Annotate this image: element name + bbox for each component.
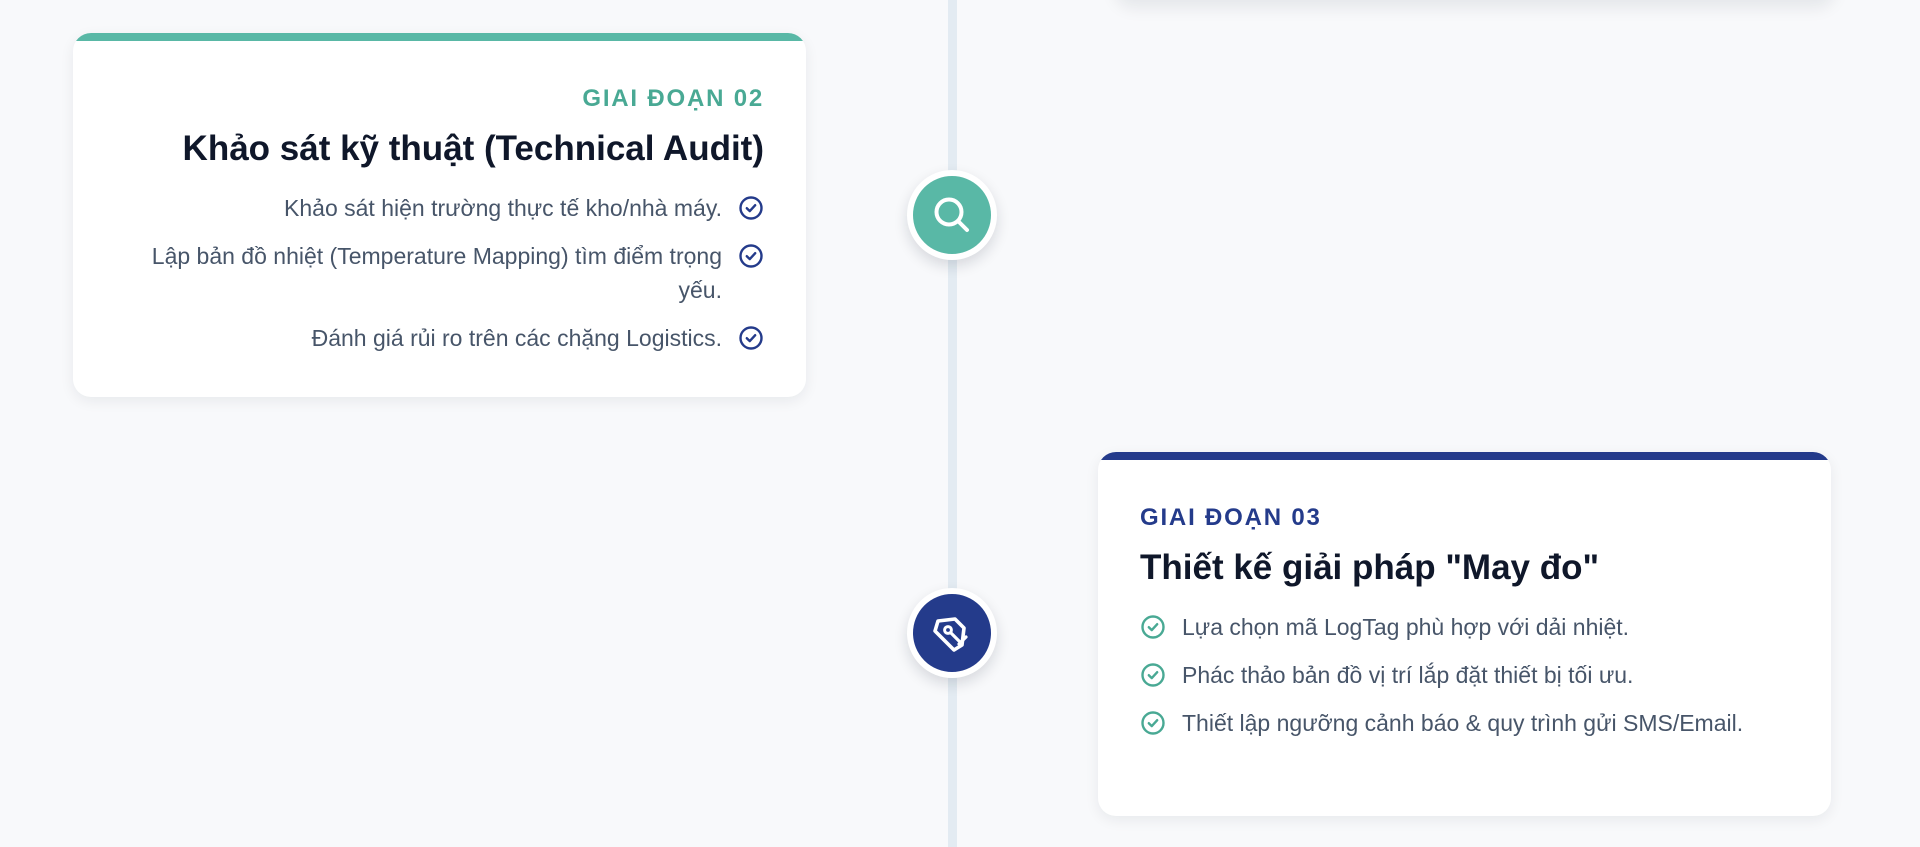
stage-02-marker — [907, 170, 997, 260]
stage-03-marker — [907, 588, 997, 678]
stage-03-label: GIAI ĐOẠN 03 — [1140, 504, 1322, 531]
stage-02-item-3-text: Đánh giá rủi ro trên các chặng Logistics… — [311, 325, 722, 351]
stage-02-item-3: Đánh giá rủi ro trên các chặng Logistics… — [113, 321, 764, 355]
search-icon — [934, 197, 969, 232]
stage-02-checklist: Khảo sát hiện trường thực tế kho/nhà máy… — [113, 191, 764, 355]
timeline-line — [948, 0, 957, 847]
stage-03-checklist: Lựa chọn mã LogTag phù hợp với dải nhiệt… — [1140, 610, 1791, 740]
stage-03-item-2-text: Phác thảo bản đồ vị trí lắp đặt thiết bị… — [1182, 662, 1634, 688]
check-circle-icon — [738, 195, 764, 221]
check-circle-icon — [738, 325, 764, 351]
check-circle-icon — [1140, 662, 1166, 688]
stage-02-item-2-text: Lập bản đồ nhiệt (Temperature Mapping) t… — [151, 243, 722, 303]
stage-02-item-1-text: Khảo sát hiện trường thực tế kho/nhà máy… — [284, 195, 722, 221]
check-circle-icon — [738, 243, 764, 269]
stage-03-card: GIAI ĐOẠN 03 Thiết kế giải pháp "May đo"… — [1098, 452, 1831, 816]
stage-02-item-1: Khảo sát hiện trường thực tế kho/nhà máy… — [113, 191, 764, 225]
stage-02-item-2: Lập bản đồ nhiệt (Temperature Mapping) t… — [113, 239, 764, 307]
stage-03-item-3-text: Thiết lập ngưỡng cảnh báo & quy trình gử… — [1182, 710, 1744, 736]
stage-03-item-1: Lựa chọn mã LogTag phù hợp với dải nhiệt… — [1140, 610, 1791, 644]
pen-tool-icon — [933, 617, 968, 652]
stage-02-label: GIAI ĐOẠN 02 — [582, 85, 764, 112]
stage-03-item-1-text: Lựa chọn mã LogTag phù hợp với dải nhiệt… — [1182, 614, 1630, 640]
stage-03-item-2: Phác thảo bản đồ vị trí lắp đặt thiết bị… — [1140, 658, 1791, 692]
stage-02-card: GIAI ĐOẠN 02 Khảo sát kỹ thuật (Technica… — [73, 33, 806, 397]
check-circle-icon — [1140, 710, 1166, 736]
stage-03-item-3: Thiết lập ngưỡng cảnh báo & quy trình gử… — [1140, 706, 1791, 740]
stage-02-title: Khảo sát kỹ thuật (Technical Audit) — [182, 129, 764, 168]
stage-03-title: Thiết kế giải pháp "May đo" — [1140, 548, 1600, 587]
check-circle-icon — [1140, 614, 1166, 640]
